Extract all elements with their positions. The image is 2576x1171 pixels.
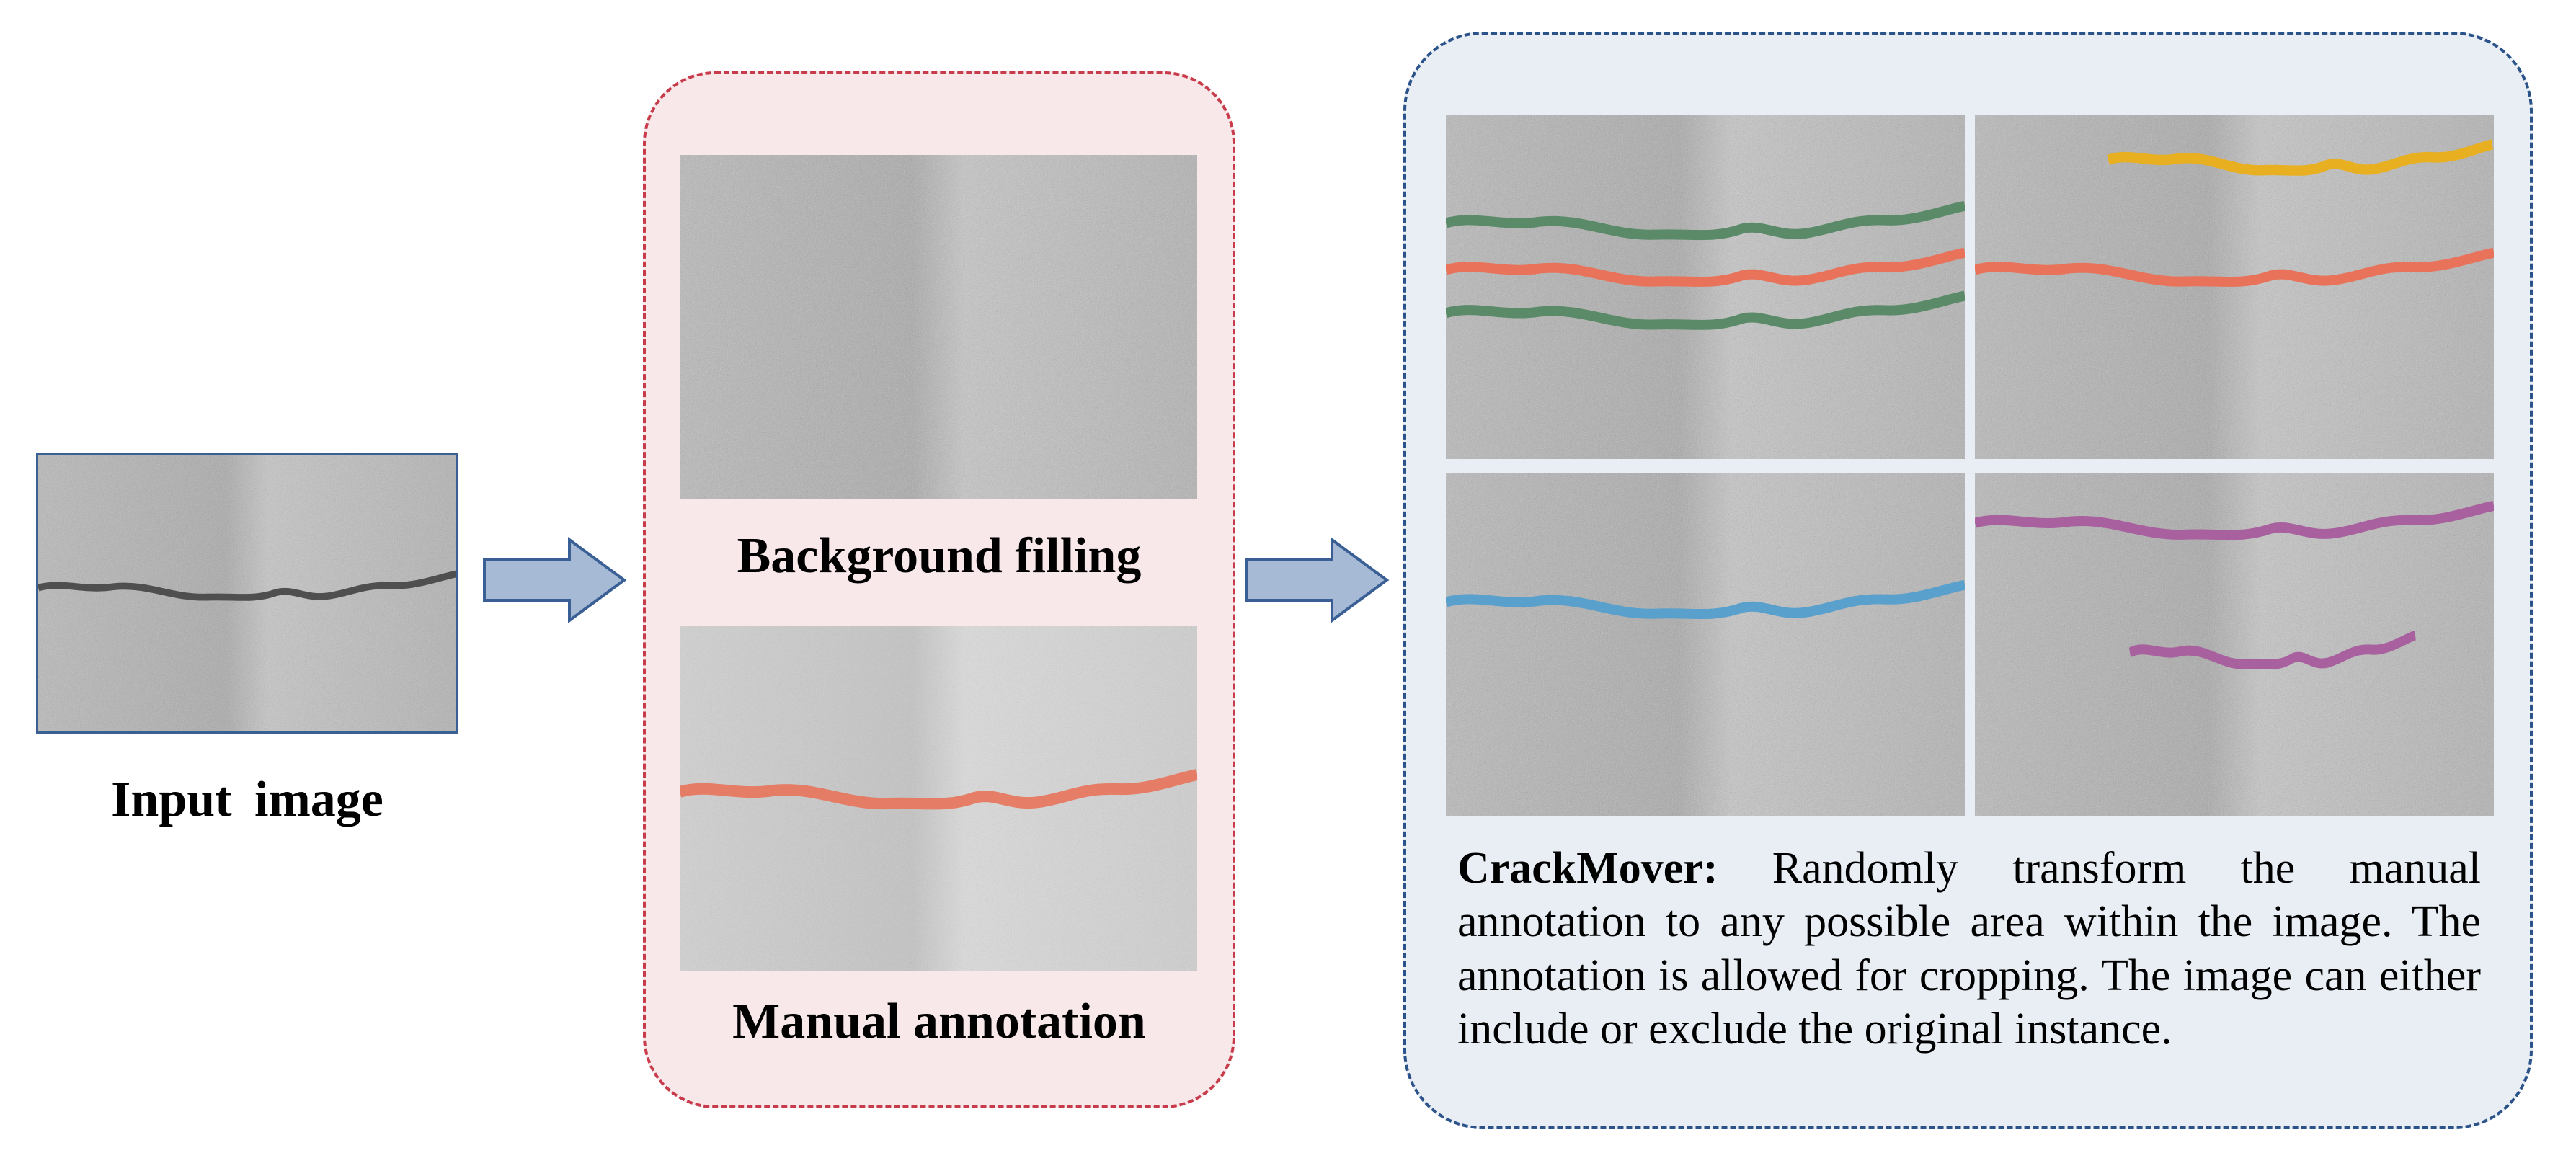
crackmover-description-text: Randomly transform the manual annotation…	[1457, 844, 2482, 1054]
crackmover-result-image	[1975, 115, 2494, 459]
background-filling-image	[680, 155, 1197, 499]
crackmover-result-image	[1446, 473, 1965, 816]
crackmover-title: CrackMover:	[1457, 844, 1718, 893]
input-image-label: Input image	[111, 772, 383, 827]
crackmover-description: CrackMover: Randomly transform the manua…	[1457, 842, 2481, 1056]
arrow-right-icon	[1245, 537, 1390, 623]
crackmover-result-image	[1446, 115, 1965, 459]
manual-annotation-image	[680, 626, 1197, 971]
crackmover-result-image	[1975, 473, 2494, 816]
manual-annotation-label: Manual annotation	[732, 994, 1146, 1049]
input-image	[36, 453, 458, 734]
background-filling-label: Background filling	[737, 528, 1142, 584]
arrow-right-icon	[483, 537, 627, 623]
